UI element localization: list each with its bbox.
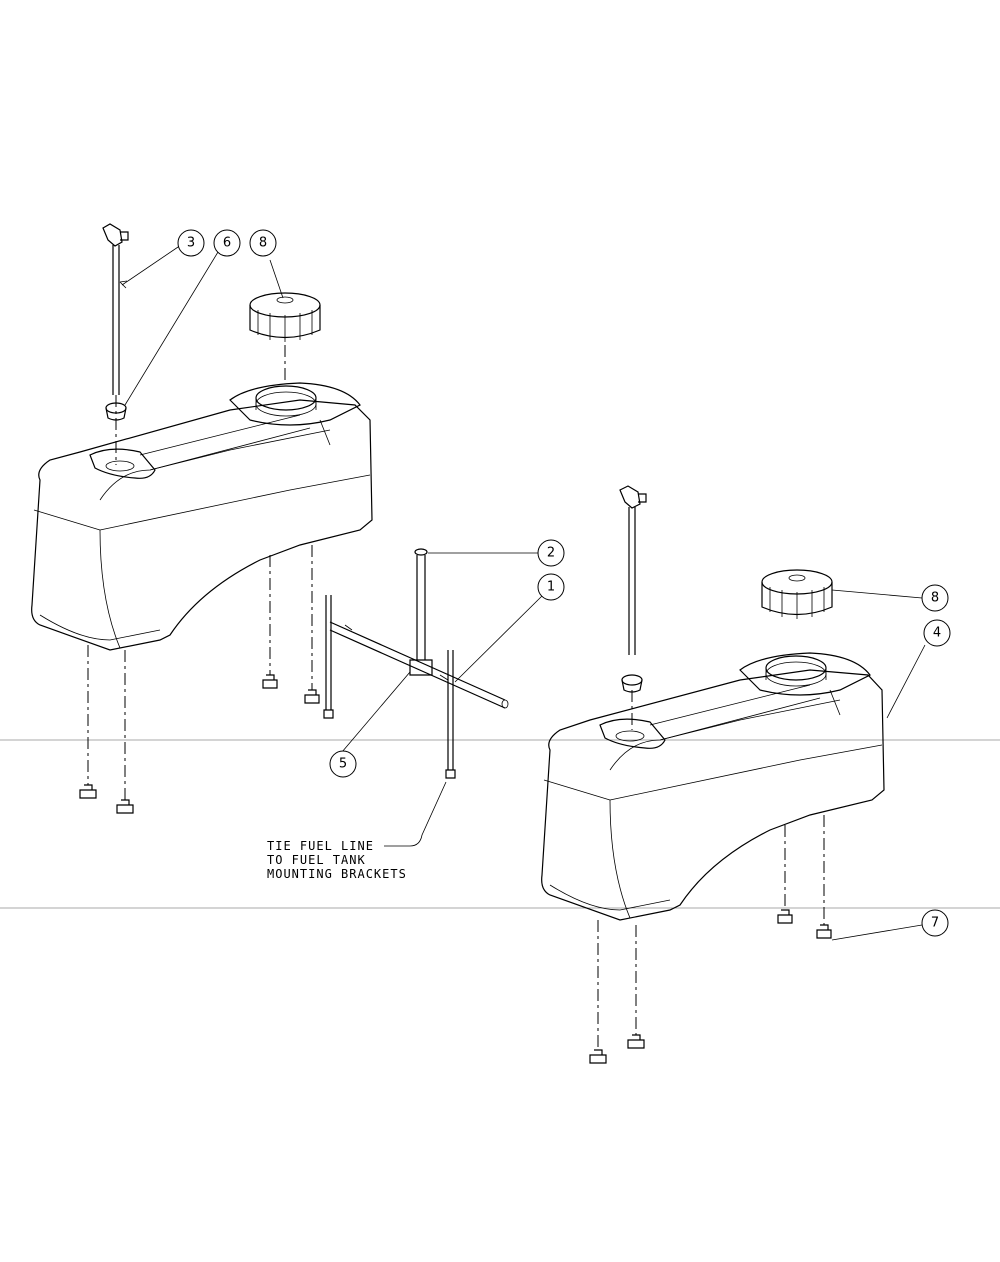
note-line-1: TIE FUEL LINE: [267, 839, 374, 853]
left-fuel-cap: [249, 292, 321, 380]
right-fuel-pickup-tube: [619, 485, 647, 730]
callout-8-left-label: 8: [259, 236, 267, 251]
right-grommet: [621, 674, 643, 693]
callout-3: 3: [177, 229, 205, 257]
callout-7-label: 7: [931, 916, 939, 931]
callout-3-label: 3: [187, 236, 195, 251]
left-fuel-pickup-tube: [102, 223, 129, 465]
callout-6-label: 6: [223, 236, 231, 251]
callout-8-right-label: 8: [931, 591, 939, 606]
fuel-line-note: TIE FUEL LINE TO FUEL TANK MOUNTING BRAC…: [267, 839, 407, 881]
callout-5-label: 5: [339, 757, 347, 772]
callout-6: 6: [213, 229, 241, 257]
callout-7: 7: [921, 909, 949, 937]
left-fuel-tank: [31, 382, 373, 651]
callout-8-left: 8: [249, 229, 277, 257]
callout-1-label: 1: [547, 580, 555, 595]
left-tank-bolts: [79, 545, 320, 814]
left-grommet: [105, 402, 127, 421]
note-line-3: MOUNTING BRACKETS: [267, 867, 407, 881]
callout-2: 2: [537, 539, 565, 567]
fuel-line-assembly: [323, 548, 509, 779]
right-tank-bolts: [589, 815, 832, 1064]
callout-1: 1: [537, 573, 565, 601]
callout-5: 5: [329, 750, 357, 778]
callout-4: 4: [923, 619, 951, 647]
right-fuel-cap: [761, 569, 833, 619]
callout-8-right: 8: [921, 584, 949, 612]
right-fuel-tank: [541, 652, 885, 921]
callout-2-label: 2: [547, 546, 555, 561]
callout-4-label: 4: [933, 626, 941, 641]
callout-leaders: [119, 244, 926, 941]
note-line-2: TO FUEL TANK: [267, 853, 366, 867]
